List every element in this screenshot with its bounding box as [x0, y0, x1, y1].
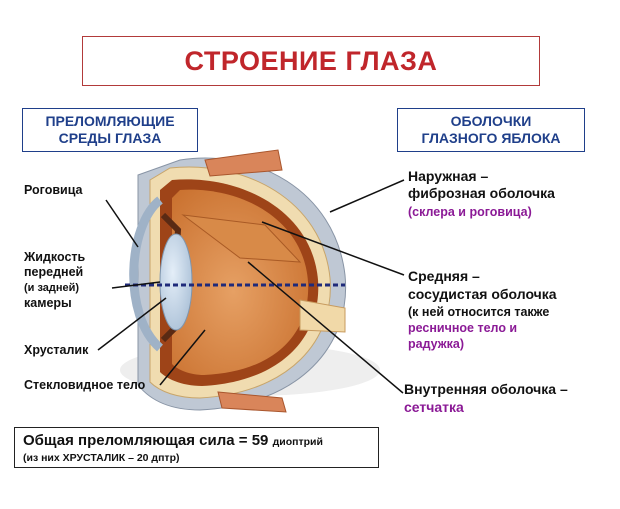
eye-membranes-header-line1: ОБОЛОЧКИ	[450, 113, 532, 129]
refractive-media-header-line1: ПРЕЛОМЛЯЮЩИЕ	[45, 113, 175, 129]
refractive-power-line2: (из них ХРУСТАЛИК – 20 дптр)	[23, 452, 180, 464]
label-lens: Хрусталик	[24, 343, 89, 357]
title-box: СТРОЕНИЕ ГЛАЗА	[82, 36, 540, 86]
pointer-cornea	[105, 199, 139, 248]
eye-membranes-header-line2: ГЛАЗНОГО ЯБЛОКА	[421, 130, 561, 146]
refractive-power-unit: диоптрий	[272, 436, 323, 448]
label-middle-line1: Средняя –	[408, 268, 480, 284]
pointer-vitreous	[159, 329, 206, 386]
label-fluid-line1: Жидкость	[24, 250, 86, 264]
sclera-flap-top	[204, 149, 283, 177]
pointer-inner	[247, 261, 404, 394]
cut-wedge	[181, 214, 302, 263]
refractive-media-header-line2: СРЕДЫ ГЛАЗА	[58, 130, 162, 146]
cornea-shape	[129, 196, 164, 352]
label-middle-note2: ресничное тело и	[408, 321, 518, 335]
pointer-middle	[261, 221, 405, 276]
pointer-outer	[329, 179, 405, 213]
label-cornea: Роговица	[24, 183, 83, 197]
pointer-lines	[97, 179, 405, 394]
refractive-power-main: Общая преломляющая сила = 59	[23, 432, 269, 449]
refractive-power-box: Общая преломляющая сила = 59 диоптрий (и…	[14, 427, 379, 468]
label-fluid-line4: камеры	[24, 296, 72, 310]
sclera-flap-bottom	[217, 391, 287, 413]
page-title: СТРОЕНИЕ ГЛАЗА	[184, 45, 438, 76]
eye-membranes-header: ОБОЛОЧКИ ГЛАЗНОГО ЯБЛОКА	[397, 108, 585, 152]
refractive-power-line1: Общая преломляющая сила = 59 диоптрий	[23, 432, 323, 449]
label-outer-note: (склера и роговица)	[408, 205, 532, 219]
label-vitreous: Стекловидное тело	[24, 378, 146, 392]
label-middle-line2: сосудистая оболочка	[408, 286, 557, 302]
label-fluid-line3: (и задней)	[24, 282, 80, 294]
label-inner-line2: сетчатка	[404, 399, 464, 415]
refractive-media-header: ПРЕЛОМЛЯЮЩИЕ СРЕДЫ ГЛАЗА	[22, 108, 198, 152]
label-middle-note1: (к ней относится также	[408, 305, 550, 319]
label-outer-line1: Наружная –	[408, 168, 489, 184]
lens-shape	[159, 233, 193, 331]
label-fluid-line2: передней	[24, 265, 84, 279]
label-middle-note3: радужка)	[408, 337, 465, 351]
label-inner-line1: Внутренняя оболочка –	[404, 381, 568, 397]
pointer-fluid	[111, 281, 161, 289]
optic-nerve	[299, 299, 346, 333]
label-outer-line2: фиброзная оболочка	[408, 185, 555, 201]
pointer-lens	[97, 297, 167, 351]
